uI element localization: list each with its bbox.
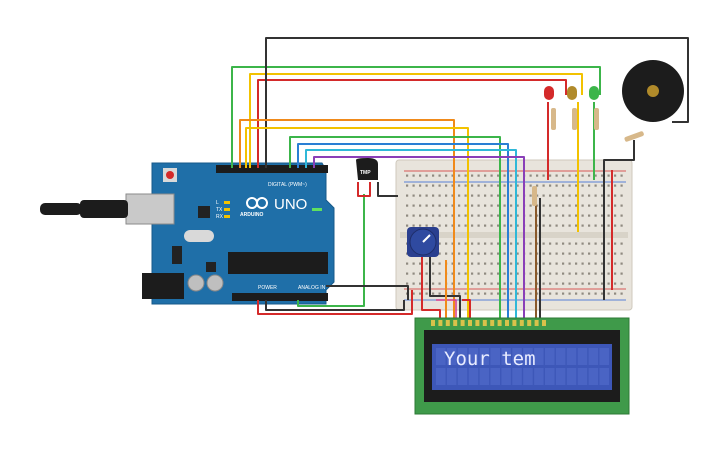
model-label: UNO bbox=[274, 196, 307, 213]
wire-5v bbox=[257, 290, 413, 315]
wire-blue-lcd bbox=[297, 143, 509, 320]
brand-label: ARDUINO bbox=[240, 212, 263, 218]
usb-cable bbox=[80, 200, 128, 218]
analog-power-header bbox=[232, 293, 328, 301]
led-yellow bbox=[567, 86, 577, 100]
led-resistors bbox=[532, 108, 644, 206]
wire-black-buzzer bbox=[265, 37, 689, 168]
wires bbox=[231, 37, 689, 320]
sensor-label: TMP bbox=[360, 170, 371, 176]
wire-red-led bbox=[257, 79, 567, 168]
power-label: POWER bbox=[258, 285, 277, 291]
wire-green-lcd bbox=[289, 136, 501, 320]
led-red bbox=[544, 86, 554, 100]
wire-yellow-lcd bbox=[245, 127, 469, 320]
digital-header-label: DIGITAL (PWM~) bbox=[268, 182, 307, 188]
arduino-board: UNO ARDUINO DIGITAL (PWM~) POWER ANALOG … bbox=[40, 162, 335, 305]
potentiometer[interactable] bbox=[407, 227, 439, 257]
rx-label: RX bbox=[216, 214, 224, 220]
digital-header bbox=[216, 165, 328, 173]
l-led-label: L bbox=[216, 200, 219, 206]
tx-label: TX bbox=[216, 207, 223, 213]
wire-orange-lcd bbox=[239, 119, 455, 320]
wire-cyan-lcd bbox=[305, 149, 517, 320]
lcd-display-text: Your tem bbox=[444, 348, 536, 370]
wire-gnd bbox=[265, 300, 405, 311]
breadboard-holes bbox=[406, 174, 623, 295]
microcontroller-chip bbox=[228, 252, 328, 274]
lcd-pins bbox=[431, 320, 546, 326]
buzzer bbox=[622, 60, 684, 122]
wire-green-led bbox=[231, 66, 601, 168]
lcd-module: Your tem bbox=[414, 317, 630, 415]
usb-port bbox=[125, 193, 175, 225]
led-green bbox=[589, 86, 599, 100]
temperature-sensor: TMP bbox=[356, 158, 378, 180]
wire-sensor-a0 bbox=[297, 194, 365, 307]
power-jack bbox=[142, 273, 184, 299]
lcd-character-cells bbox=[436, 348, 609, 385]
analog-label: ANALOG IN bbox=[298, 285, 326, 291]
wire-purple-lcd bbox=[313, 156, 525, 320]
